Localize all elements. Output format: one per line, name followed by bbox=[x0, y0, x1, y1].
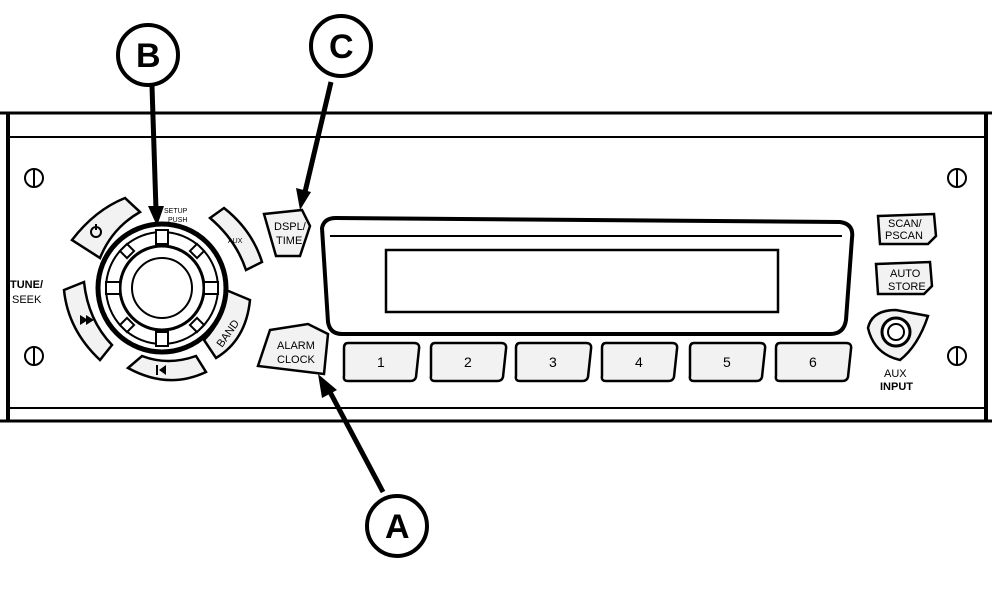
preset-button-2[interactable]: 2 bbox=[429, 341, 508, 383]
scan-pscan-label-line2: PSCAN bbox=[885, 230, 923, 242]
skip-back-icon bbox=[156, 365, 166, 375]
callout-c: C bbox=[296, 14, 373, 210]
mounting-screws bbox=[24, 168, 967, 366]
tune-seek-label-line1: TUNE/ bbox=[10, 279, 43, 291]
power-icon bbox=[90, 224, 102, 238]
auto-store-button[interactable]: AUTO STORE bbox=[874, 260, 934, 296]
callout-a-letter: A bbox=[385, 508, 410, 546]
callout-c-letter: C bbox=[329, 28, 354, 66]
preset-button-4[interactable]: 4 bbox=[600, 341, 679, 383]
alarm-clock-label-line2: CLOCK bbox=[277, 354, 316, 366]
screw-icon bbox=[24, 346, 44, 366]
callout-b: B bbox=[116, 23, 180, 226]
scan-pscan-button[interactable]: SCAN/ PSCAN bbox=[876, 212, 938, 246]
screw-icon bbox=[24, 168, 44, 188]
seek-back-button[interactable] bbox=[125, 354, 208, 382]
knob-push-label: PUSH bbox=[168, 217, 187, 224]
faceplate bbox=[0, 111, 992, 423]
dspl-time-label-line1: DSPL/ bbox=[274, 221, 307, 233]
aux-input-jack[interactable] bbox=[866, 308, 930, 362]
preset-buttons: 1 2 3 4 5 6 bbox=[342, 341, 853, 383]
setup-knob[interactable] bbox=[95, 221, 229, 355]
auto-store-label-line2: STORE bbox=[888, 281, 926, 293]
preset-button-label: 6 bbox=[809, 354, 817, 370]
preset-button-label: 3 bbox=[549, 354, 557, 370]
knob-setup-label: SETUP bbox=[164, 208, 188, 215]
alarm-clock-label-line1: ALARM bbox=[277, 340, 315, 352]
auto-store-label-line1: AUTO bbox=[890, 268, 921, 280]
preset-button-label: 2 bbox=[464, 354, 472, 370]
preset-button-1[interactable]: 1 bbox=[342, 341, 421, 383]
scan-pscan-label-line1: SCAN/ bbox=[888, 218, 923, 230]
display-screen bbox=[384, 248, 780, 314]
power-button[interactable] bbox=[70, 196, 143, 260]
aux-button[interactable]: AUX bbox=[207, 206, 264, 272]
callout-b-letter: B bbox=[136, 37, 161, 75]
callout-a: A bbox=[318, 374, 429, 558]
seek-forward-button[interactable] bbox=[62, 280, 114, 362]
tune-seek-label-line2: SEEK bbox=[12, 294, 42, 306]
preset-button-label: 1 bbox=[377, 354, 385, 370]
skip-forward-icon bbox=[80, 315, 94, 325]
aux-input-label-line1: AUX bbox=[884, 368, 907, 380]
aux-button-label: AUX bbox=[228, 238, 243, 245]
preset-button-3[interactable]: 3 bbox=[514, 341, 593, 383]
screw-icon bbox=[947, 346, 967, 366]
display-window bbox=[319, 215, 855, 336]
alarm-clock-button[interactable]: ALARM CLOCK bbox=[256, 322, 330, 376]
aux-input-label-line2: INPUT bbox=[880, 381, 913, 393]
preset-button-label: 4 bbox=[635, 354, 643, 370]
dspl-time-button[interactable]: DSPL/ TIME bbox=[262, 208, 312, 258]
preset-button-6[interactable]: 6 bbox=[774, 341, 853, 383]
preset-button-5[interactable]: 5 bbox=[688, 341, 767, 383]
preset-button-label: 5 bbox=[723, 354, 731, 370]
screw-icon bbox=[947, 168, 967, 188]
dspl-time-label-line2: TIME bbox=[276, 235, 302, 247]
